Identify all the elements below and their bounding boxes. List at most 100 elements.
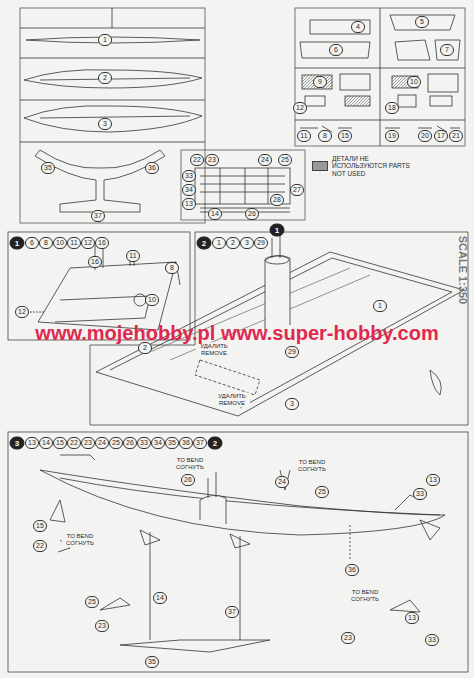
- callout-number: 10: [53, 237, 67, 249]
- callout-number: 34: [151, 437, 165, 449]
- callout-number: 25: [109, 437, 123, 449]
- callout-number: 14: [153, 592, 167, 604]
- submarine: [40, 455, 445, 652]
- callout-number: 36: [345, 564, 359, 576]
- callout-number: 35: [165, 437, 179, 449]
- step-number: 1: [270, 224, 285, 237]
- callout-number: 24: [95, 437, 109, 449]
- sprue-right: [295, 8, 465, 146]
- callout-number: 23: [341, 632, 355, 644]
- callout-number: 34: [182, 184, 196, 196]
- watermark: www.mojehobby.pl www.super-hobby.com: [35, 323, 438, 343]
- callout-number: 5: [415, 16, 429, 28]
- callout-number: 16: [95, 237, 109, 249]
- callout-number: 3: [98, 118, 112, 130]
- step-number: 3: [10, 437, 25, 450]
- deck-part: [30, 245, 180, 330]
- callout-number: 29: [285, 346, 299, 358]
- callout-number: 13: [182, 198, 196, 210]
- callout-number: 11: [67, 237, 81, 249]
- callout-number: 35: [145, 656, 159, 668]
- callout-number: 25: [278, 154, 292, 166]
- instruction-note: TO BEND СОГНУТЬ: [294, 458, 330, 473]
- callout-number: 14: [208, 208, 222, 220]
- callout-number: 11: [126, 250, 140, 262]
- callout-number: 15: [53, 437, 67, 449]
- callout-number: 1: [373, 300, 387, 312]
- instruction-note: TO BEND СОГНУТЬ: [172, 456, 208, 471]
- legend-swatch: [312, 161, 328, 171]
- callout-number: 36: [145, 162, 159, 174]
- callout-number: 25: [85, 596, 99, 608]
- callout-number: 35: [41, 162, 55, 174]
- callout-number: 22: [67, 437, 81, 449]
- callout-number: 20: [418, 130, 432, 142]
- callout-number: 6: [329, 44, 343, 56]
- callout-number: 9: [313, 76, 327, 88]
- callout-number: 2: [138, 342, 152, 354]
- callout-number: 13: [25, 437, 39, 449]
- callout-number: 12: [293, 102, 307, 114]
- callout-number: 8: [318, 130, 332, 142]
- callout-number: 8: [165, 262, 179, 274]
- callout-number: 24: [275, 476, 289, 488]
- callout-number: 6: [25, 237, 39, 249]
- callout-number: 8: [39, 237, 53, 249]
- callout-number: 28: [270, 194, 284, 206]
- callout-number: 14: [39, 437, 53, 449]
- callout-number: 26: [181, 474, 195, 486]
- callout-number: 37: [193, 437, 207, 449]
- instruction-note: УДАЛИТЬ REMOVE: [214, 392, 250, 407]
- callout-number: 3: [285, 398, 299, 410]
- callout-number: 18: [385, 102, 399, 114]
- callout-number: 26: [123, 437, 137, 449]
- instruction-note: TO BEND СОГНУТЬ: [62, 532, 98, 547]
- callout-number: 22: [190, 154, 204, 166]
- callout-number: 23: [95, 620, 109, 632]
- legend-text: ДЕТАЛИ НЕ ИСПОЛЬЗУЮТСЯ PARTS NOT USED: [332, 155, 410, 177]
- scale-note: SCALE 1:350: [457, 236, 468, 304]
- callout-number: 15: [33, 520, 47, 532]
- callout-number: 22: [33, 540, 47, 552]
- callout-number: 2: [98, 72, 112, 84]
- callout-number: 36: [179, 437, 193, 449]
- callout-number: 23: [81, 437, 95, 449]
- step-number: 2: [197, 237, 212, 250]
- callout-number: 1: [98, 34, 112, 46]
- callout-number: 33: [137, 437, 151, 449]
- callout-number: 2: [226, 237, 240, 249]
- callout-number: 15: [338, 130, 352, 142]
- callout-number: 26: [245, 208, 259, 220]
- callout-number: 33: [182, 170, 196, 182]
- callout-number: 10: [145, 294, 159, 306]
- step-number: 1: [10, 237, 25, 250]
- callout-number: 37: [91, 210, 105, 222]
- sprue-left: [20, 8, 205, 223]
- callout-number: 3: [240, 237, 254, 249]
- callout-number: 7: [440, 44, 454, 56]
- callout-number: 17: [434, 130, 448, 142]
- callout-number: 10: [407, 76, 421, 88]
- callout-number: 19: [385, 130, 399, 142]
- callout-number: 11: [297, 130, 311, 142]
- callout-number: 24: [258, 154, 272, 166]
- callout-number: 16: [88, 256, 102, 268]
- callout-number: 4: [351, 21, 365, 33]
- callout-number: 27: [290, 184, 304, 196]
- instruction-note: УДАЛИТЬ REMOVE: [196, 342, 232, 357]
- callout-number: 37: [225, 606, 239, 618]
- legend-row: ДЕТАЛИ НЕ ИСПОЛЬЗУЮТСЯ PARTS NOT USED: [312, 155, 410, 177]
- step-number: 2: [208, 437, 223, 450]
- instruction-note: TO BEND СОГНУТЬ: [347, 588, 383, 603]
- callout-number: 12: [81, 237, 95, 249]
- callout-number: 12: [15, 306, 29, 318]
- callout-number: 23: [205, 154, 219, 166]
- callout-number: 33: [413, 488, 427, 500]
- callout-number: 29: [254, 237, 268, 249]
- callout-number: 1: [212, 237, 226, 249]
- callout-number: 25: [315, 486, 329, 498]
- callout-number: 21: [449, 130, 463, 142]
- callout-number: 13: [405, 612, 419, 624]
